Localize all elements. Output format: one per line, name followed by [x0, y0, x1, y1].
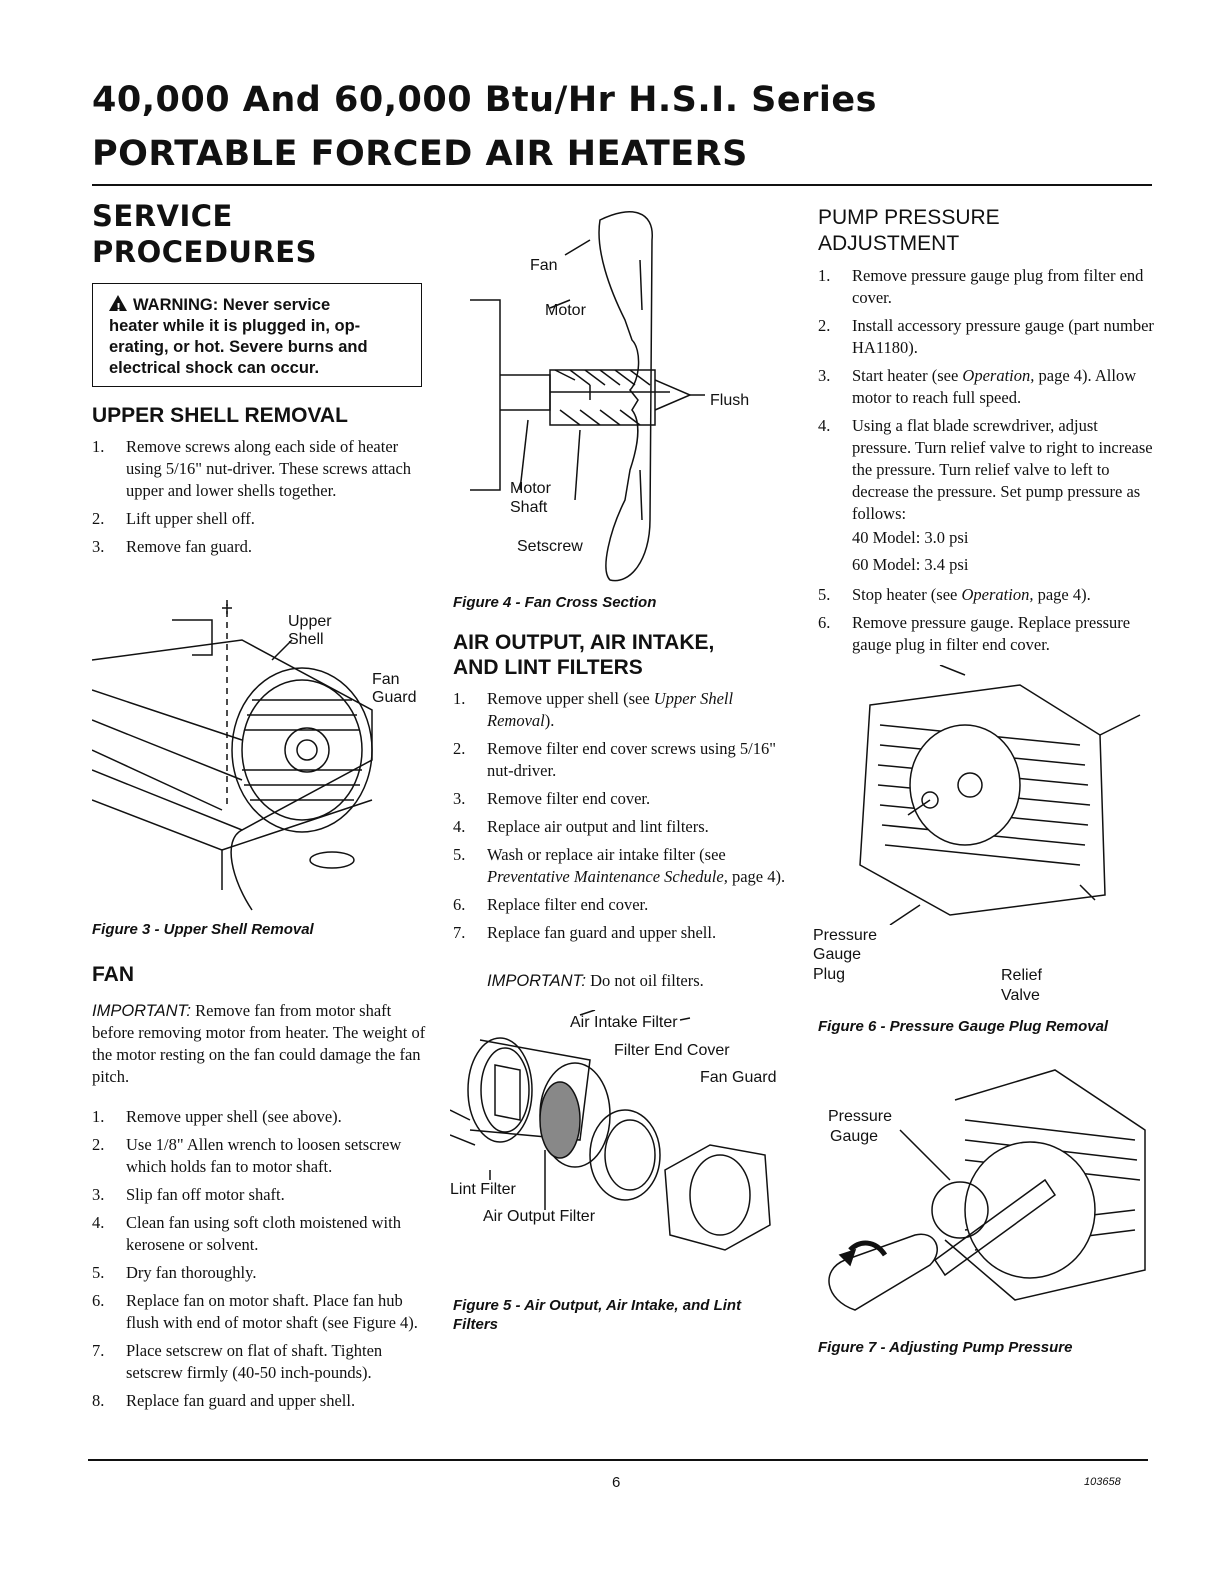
- fig3-label-upper: Upper: [288, 613, 332, 630]
- list-item: 3.Remove filter end cover.: [453, 789, 651, 808]
- warning-icon: [109, 295, 127, 318]
- list-item: 3.Remove fan guard.: [92, 537, 252, 556]
- pressure-40-model: 40 Model: 3.0 psi: [852, 528, 969, 547]
- list-item: 4.Replace air output and lint filters.: [453, 817, 709, 836]
- warning-box: WARNING: Never service heater while it i…: [92, 283, 422, 387]
- upper-shell-steps: 1.Remove screws along each side of heate…: [92, 436, 426, 564]
- fig6-label-plug: Plug: [813, 966, 846, 983]
- warning-line-3: erating, or hot. Severe burns and: [109, 338, 368, 356]
- fig4-label-fan: Fan: [530, 257, 558, 274]
- page-title-line-2: PORTABLE FORCED AIR HEATERS: [92, 134, 748, 174]
- list-item: 2.Use 1/8" Allen wrench to loosen setscr…: [92, 1135, 402, 1176]
- pump-title-line-2: ADJUSTMENT: [818, 232, 960, 255]
- filters-important: IMPORTANT: Do not oil filters.: [487, 971, 704, 990]
- list-item: 7.Replace fan guard and upper shell.: [453, 923, 717, 942]
- list-item: 2.Install accessory pressure gauge (part…: [818, 316, 1154, 357]
- filters-steps: 1.Remove upper shell (see Upper Shell Re…: [453, 688, 788, 950]
- list-item: 4.Using a flat blade screwdriver, adjust…: [818, 416, 1153, 523]
- figure-7-caption: Figure 7 - Adjusting Pump Pressure: [818, 1339, 1073, 1356]
- footer-rule: [88, 1459, 1148, 1461]
- pump-steps-continued: 5.Stop heater (see Operation, page 4). 6…: [818, 584, 1154, 662]
- fig7-label-pressure: Pressure: [828, 1108, 893, 1125]
- section-title-line-1: SERVICE: [92, 199, 233, 233]
- screwdriver-adjustment-drawing: [828, 1069, 1146, 1311]
- figure-6-caption: Figure 6 - Pressure Gauge Plug Removal: [818, 1018, 1109, 1035]
- fig6-label-pressure: Pressure: [813, 927, 878, 944]
- fig4-label-motor-shaft-2: Shaft: [510, 499, 548, 516]
- page-title-line-1: 40,000 And 60,000 Btu/Hr H.S.I. Series: [92, 80, 877, 120]
- document-number: 103658: [1084, 1476, 1121, 1488]
- list-item: 5.Stop heater (see Operation, page 4).: [818, 585, 1091, 604]
- filters-title-line-1: AIR OUTPUT, AIR INTAKE,: [453, 631, 715, 654]
- fig4-label-motor-shaft-1: Motor: [510, 480, 551, 497]
- fig6-label-relief: Relief: [1001, 967, 1042, 984]
- list-item: 1.Remove screws along each side of heate…: [92, 437, 412, 500]
- fig5-label-fan-guard: Fan Guard: [700, 1069, 777, 1086]
- list-item: 7.Place setscrew on flat of shaft. Tight…: [92, 1341, 383, 1382]
- title-rule: [92, 184, 1152, 186]
- fan-important-text: Remove fan from motor shaft before remov…: [92, 1001, 426, 1086]
- fig6-label-gauge: Gauge: [813, 946, 862, 963]
- pressure-gauge-plug-drawing: [859, 665, 1141, 925]
- figure-7-adjusting-pressure-drawing: [815, 1060, 1150, 1325]
- list-item: 8.Replace fan guard and upper shell.: [92, 1391, 356, 1410]
- fig4-label-flush: Flush: [710, 392, 750, 409]
- fig5-label-air-intake: Air Intake Filter: [570, 1014, 678, 1031]
- list-item: 2.Lift upper shell off.: [92, 509, 255, 528]
- fig6-label-valve: Valve: [1001, 987, 1040, 1004]
- list-item: 6.Replace filter end cover.: [453, 895, 649, 914]
- list-item: 6.Remove pressure gauge. Replace pressur…: [818, 613, 1131, 654]
- list-item: 3.Slip fan off motor shaft.: [92, 1185, 285, 1204]
- fig5-label-filter-end-cover: Filter End Cover: [614, 1042, 730, 1059]
- figure-4-fan-cross-section: [460, 200, 760, 590]
- fig4-label-setscrew: Setscrew: [517, 538, 583, 555]
- warning-line-2: heater while it is plugged in, op-: [109, 317, 361, 335]
- warning-line-4: electrical shock can occur.: [109, 359, 320, 377]
- fan-important-paragraph: IMPORTANT: Remove fan from motor shaft b…: [92, 1000, 426, 1088]
- fan-title: FAN: [92, 963, 134, 986]
- upper-shell-removal-title: UPPER SHELL REMOVAL: [92, 404, 348, 427]
- fig5-label-lint-filter: Lint Filter: [450, 1181, 516, 1198]
- list-item: 2.Remove filter end cover screws using 5…: [453, 739, 776, 780]
- list-item: 5.Dry fan thoroughly.: [92, 1263, 257, 1282]
- list-item: 6.Replace fan on motor shaft. Place fan …: [92, 1291, 418, 1332]
- pressure-60-model: 60 Model: 3.4 psi: [852, 555, 969, 574]
- warning-line-1: WARNING: Never service: [133, 296, 331, 314]
- filters-title-line-2: AND LINT FILTERS: [453, 656, 643, 679]
- fig5-label-air-output: Air Output Filter: [483, 1208, 596, 1225]
- figure-5-caption-line-2: Filters: [453, 1316, 499, 1333]
- section-title-line-2: PROCEDURES: [92, 235, 317, 269]
- list-item: 4.Clean fan using soft cloth moistened w…: [92, 1213, 401, 1254]
- figure-5-filters-exploded-view: [450, 1010, 790, 1270]
- page-number: 6: [612, 1474, 621, 1491]
- fig3-label-shell: Shell: [288, 631, 324, 648]
- list-item: 1.Remove pressure gauge plug from filter…: [818, 266, 1144, 307]
- fig4-label-motor: Motor: [545, 302, 586, 319]
- fig3-label-fan: Fan: [372, 671, 400, 688]
- pump-steps: 1.Remove pressure gauge plug from filter…: [818, 265, 1154, 531]
- list-item: 1.Remove upper shell (see above).: [92, 1107, 342, 1126]
- fan-important-label: IMPORTANT:: [92, 1002, 191, 1020]
- pump-title-line-1: PUMP PRESSURE: [818, 206, 1000, 229]
- heater-shell-drawing: [92, 600, 373, 911]
- list-item: 5.Wash or replace air intake filter (see…: [453, 845, 786, 886]
- figure-5-caption-line-1: Figure 5 - Air Output, Air Intake, and L…: [453, 1297, 742, 1314]
- filters-exploded-drawing: [450, 1010, 771, 1251]
- fan-cross-section-drawing: [470, 211, 705, 582]
- list-item: 1.Remove upper shell (see Upper Shell Re…: [453, 689, 734, 730]
- figure-6-gauge-plug-drawing: [820, 665, 1150, 925]
- fig7-label-gauge: Gauge: [830, 1128, 879, 1145]
- list-item: 3.Start heater (see Operation, page 4). …: [818, 366, 1137, 407]
- figure-4-caption: Figure 4 - Fan Cross Section: [453, 594, 657, 611]
- fan-steps: 1.Remove upper shell (see above). 2.Use …: [92, 1106, 426, 1418]
- figure-3-upper-shell-illustration: [92, 600, 432, 915]
- figure-3-caption: Figure 3 - Upper Shell Removal: [92, 921, 314, 938]
- fig3-label-guard: Guard: [372, 689, 417, 706]
